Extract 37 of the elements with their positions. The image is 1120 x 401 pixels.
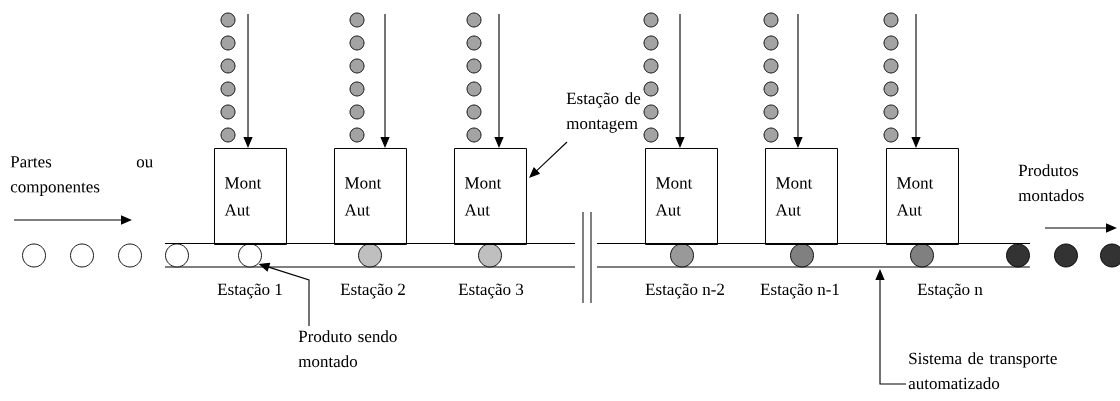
station-label: Estação n-1: [760, 283, 839, 299]
station-label: Estação 1: [217, 283, 282, 299]
assembly-box: Mont Aut: [334, 148, 407, 245]
leader-line: [529, 141, 568, 178]
station-label: Estação n: [917, 283, 983, 299]
product-circle: [1054, 243, 1078, 268]
caption-text: Partes ou componentes: [10, 156, 153, 196]
arrow: [675, 13, 685, 148]
assembly-box: Mont Aut: [214, 148, 287, 245]
assembly-box: Mont Aut: [765, 148, 838, 245]
arrow: [243, 13, 253, 148]
assembly-box: Mont Aut: [886, 148, 959, 245]
station-label: Estação n-2: [645, 283, 724, 299]
arrow: [793, 13, 803, 148]
product-circle: [478, 243, 502, 268]
assembly-box: Mont Aut: [454, 148, 527, 245]
arrow: [494, 13, 504, 148]
callout-text: Sistema de transporte automatizado: [908, 352, 1057, 390]
arrow: [380, 13, 390, 148]
product-circle: [1100, 243, 1120, 268]
station-label: Estação 2: [340, 283, 405, 299]
product-circle: [910, 243, 934, 268]
product-circle: [670, 243, 694, 268]
callout-text: Estação de montagem: [566, 92, 641, 133]
product-circle: [790, 243, 814, 268]
arrow: [911, 13, 921, 148]
product-circle: [22, 243, 46, 268]
product-circle: [358, 243, 382, 268]
product-circle: [238, 243, 262, 268]
callout-text: Produto sendo montado: [298, 330, 397, 368]
product-circle: [118, 243, 142, 268]
product-circle: [1006, 243, 1030, 268]
caption-text: Produtos montados: [1018, 164, 1084, 202]
station-label: Estação 3: [458, 283, 524, 299]
product-circle: [165, 243, 189, 268]
product-circle: [70, 243, 94, 268]
assembly-box: Mont Aut: [645, 148, 718, 245]
